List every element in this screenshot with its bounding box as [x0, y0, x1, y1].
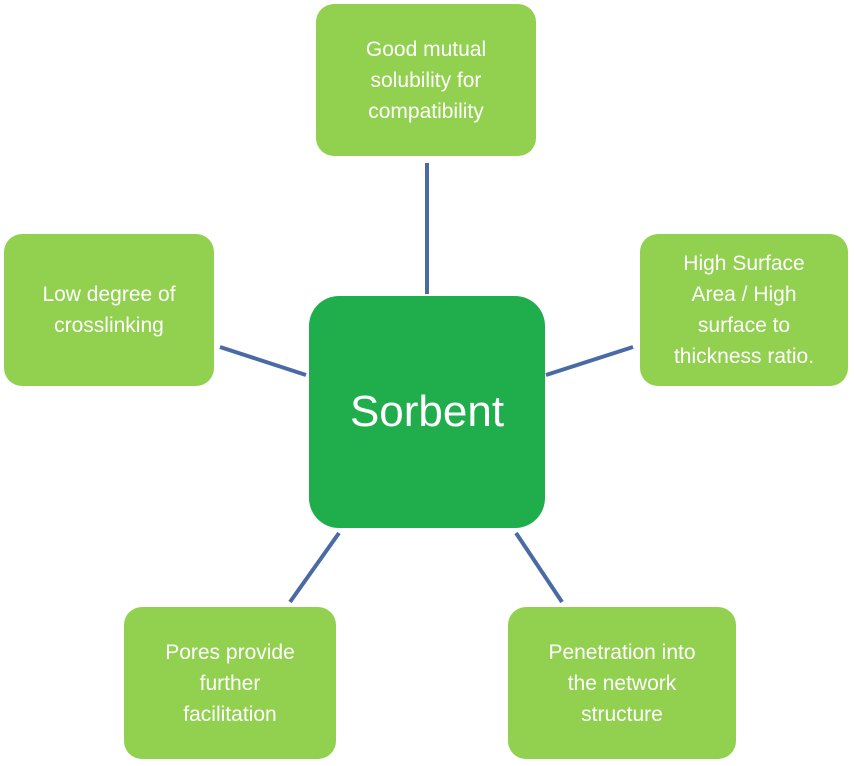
center-node-sorbent: Sorbent: [309, 296, 545, 528]
connector-bottom-right: [514, 531, 564, 604]
connector-bottom-left: [288, 531, 341, 604]
node-high-surface-area: High Surface Area / High surface to thic…: [640, 234, 848, 386]
node-label: Pores provide further facilitation: [165, 640, 295, 726]
center-label: Sorbent: [349, 387, 505, 436]
node-label: High Surface Area / High surface to thic…: [673, 252, 815, 368]
node-low-crosslinking: Low degree of crosslinking: [4, 234, 214, 386]
node-good-mutual-solubility: Good mutual solubility for compatibility: [316, 4, 536, 156]
node-pores-facilitation: Pores provide further facilitation: [124, 607, 336, 759]
node-network-penetration: Penetration into the network structure: [508, 607, 736, 759]
node-label: Good mutual solubility for compatibility: [365, 37, 487, 123]
node-label: Low degree of crosslinking: [42, 283, 176, 337]
connector-right: [545, 345, 634, 377]
node-label: Penetration into the network structure: [548, 640, 696, 726]
connector-left: [219, 345, 307, 377]
